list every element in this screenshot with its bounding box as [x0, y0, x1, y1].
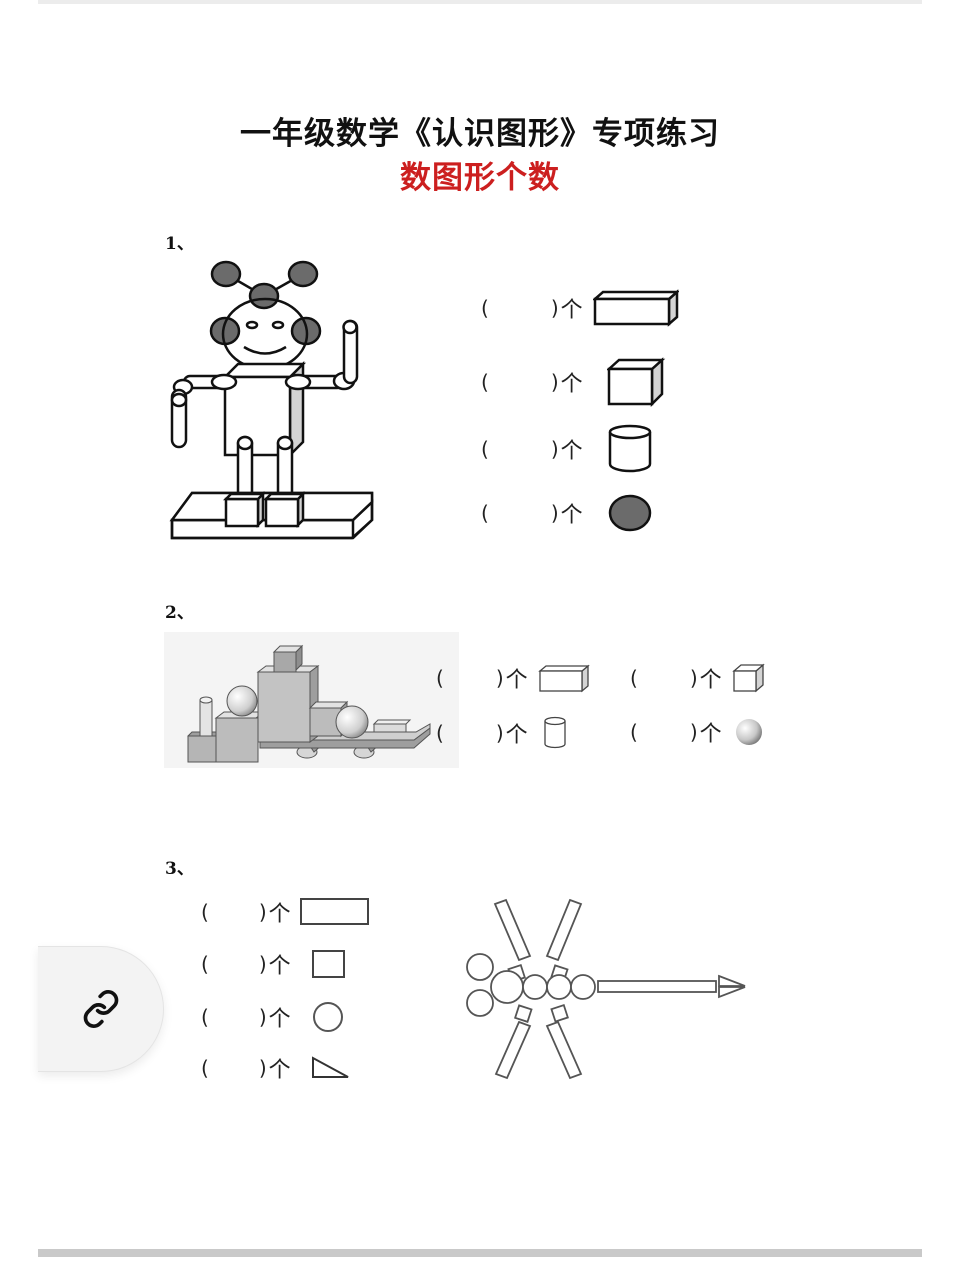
q3-row-rectangle: ( ) 个 [201, 896, 371, 928]
sphere-icon [608, 494, 651, 532]
q2-row-cuboid: ( ) 个 [436, 662, 590, 694]
cylinder-icon [608, 424, 651, 473]
q1-row-sphere: ( ) 个 [481, 493, 653, 533]
copy-link-button[interactable] [38, 946, 164, 1072]
q2-row-cylinder: ( ) 个 [436, 716, 568, 750]
circle-icon [312, 1002, 343, 1032]
square-icon [311, 950, 345, 978]
question-3-number: 3、 [165, 859, 194, 879]
cylinder-icon [543, 716, 566, 749]
q3-row-triangle: ( ) 个 [201, 1052, 351, 1084]
robot-figure [169, 260, 374, 540]
link-icon [83, 990, 118, 1028]
cuboid-icon [537, 664, 590, 693]
cube-icon [606, 357, 665, 408]
question-2-number: 2、 [165, 603, 194, 623]
top-divider [38, 0, 922, 4]
q1-row-cuboid: ( ) 个 [481, 288, 679, 328]
question-1-number: 1、 [165, 234, 194, 254]
page-title: 一年级数学《认识图形》专项练习 [240, 116, 720, 152]
q3-row-circle: ( ) 个 [201, 1000, 345, 1034]
q2-row-cube: ( ) 个 [630, 662, 766, 694]
q1-row-cube: ( ) 个 [481, 356, 667, 408]
dragonfly-figure [466, 898, 746, 1080]
page-subtitle: 数图形个数 [400, 160, 560, 196]
block-train-figure [164, 632, 459, 768]
bottom-divider [38, 1249, 922, 1257]
sphere-icon [735, 719, 762, 745]
answer-blank-open[interactable]: ( [481, 296, 489, 320]
q3-row-square: ( ) 个 [201, 948, 347, 980]
cube-icon [731, 663, 765, 693]
triangle-icon [311, 1056, 349, 1078]
q2-row-sphere: ( ) 个 [630, 716, 764, 748]
rectangle-icon [299, 898, 369, 925]
q1-row-cylinder: ( ) 个 [481, 424, 653, 474]
cuboid-icon [592, 289, 679, 327]
